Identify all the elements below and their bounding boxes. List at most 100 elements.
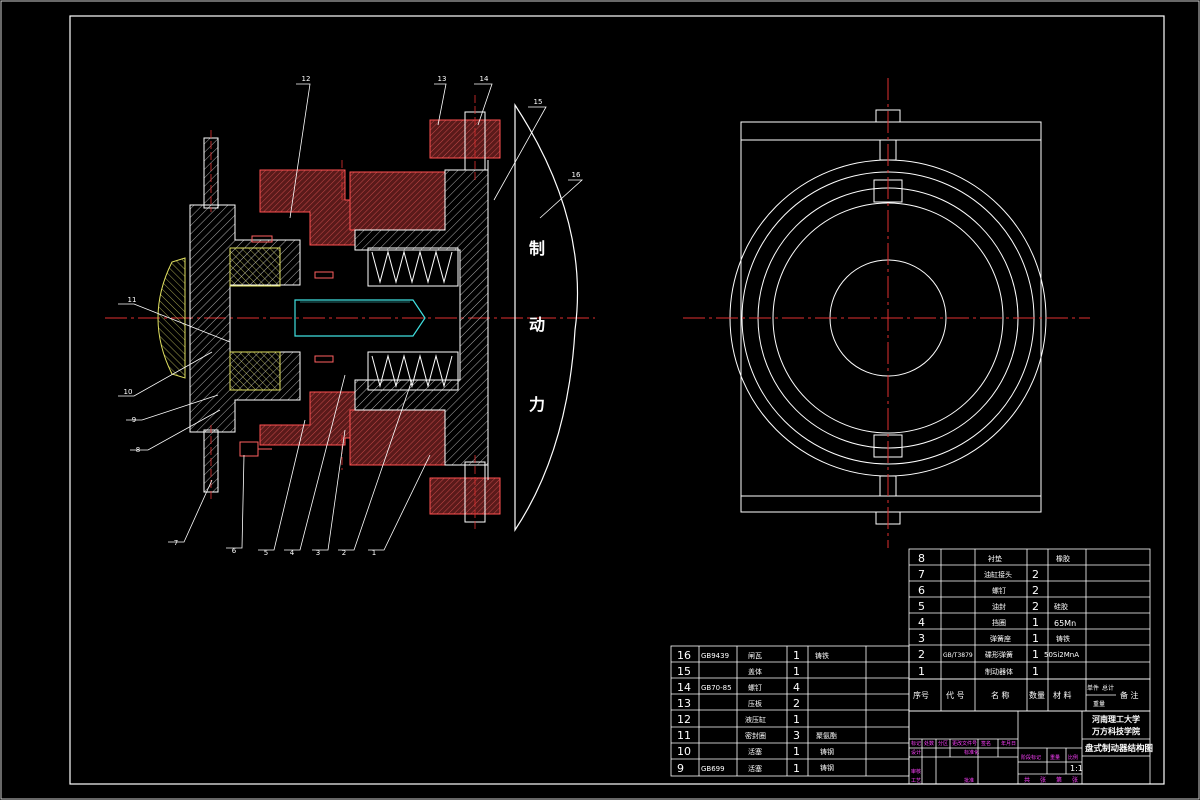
seal-mid-top [314, 271, 334, 279]
tb-label-count: 处数 [924, 740, 934, 747]
sheet-no-label: 第 [1056, 776, 1062, 784]
svg-text:6: 6 [918, 584, 925, 597]
svg-text:11: 11 [677, 729, 691, 742]
svg-text:12: 12 [677, 713, 691, 726]
force-char-3: 力 [529, 395, 545, 414]
body-block-top [349, 171, 446, 231]
svg-text:活塞: 活塞 [748, 764, 762, 773]
svg-text:聚氨酯: 聚氨酯 [816, 731, 837, 740]
bom-lower-row: 13 压板 2 [677, 697, 800, 710]
tb-label-approve: 批准 [964, 777, 974, 784]
svg-text:3: 3 [918, 632, 925, 645]
balloon-3: 3 [316, 549, 320, 557]
balloon-10: 10 [124, 388, 133, 396]
balloon-12: 12 [302, 75, 311, 83]
svg-text:1: 1 [1032, 665, 1039, 678]
svg-text:15: 15 [677, 665, 691, 678]
svg-text:3: 3 [793, 729, 800, 742]
bom-lower-table [670, 645, 910, 777]
sheet-total-label: 共 [1024, 776, 1030, 784]
balloon-labels: 12 13 14 15 16 11 10 9 8 7 6 5 4 3 2 1 [124, 75, 581, 557]
tb-label-changefile: 更改文件号 [952, 740, 977, 747]
svg-text:橡胶: 橡胶 [1056, 554, 1070, 563]
svg-text:1: 1 [918, 665, 925, 678]
svg-text:1: 1 [793, 713, 800, 726]
svg-text:GB70-85: GB70-85 [701, 684, 732, 692]
balloon-5: 5 [264, 549, 268, 557]
svg-text:2: 2 [793, 697, 800, 710]
bom-lower-row: 12 液压缸 1 [677, 713, 800, 726]
svg-text:1: 1 [1032, 648, 1039, 661]
svg-text:盖体: 盖体 [748, 667, 762, 676]
balloon-16: 16 [572, 171, 581, 179]
svg-text:2: 2 [918, 648, 925, 661]
bom-lower-row: 14 GB70-85 螺钉 4 [677, 681, 800, 694]
svg-text:1: 1 [793, 762, 800, 775]
svg-text:油缸接头: 油缸接头 [984, 570, 1012, 579]
oil-fitting [239, 441, 259, 457]
bom-upper-row: 6 螺钉 2 [918, 584, 1039, 597]
leader-lines [118, 83, 584, 551]
brake-shoe [514, 102, 579, 532]
bom-upper-row: 7 油缸接头 2 [918, 568, 1039, 581]
svg-text:8: 8 [918, 552, 925, 565]
force-char-1: 制 [529, 239, 545, 258]
tb-label-review: 审核 [911, 768, 921, 775]
balloon-13: 13 [438, 75, 447, 83]
hdr-remark: 备 注 [1120, 690, 1139, 700]
svg-text:液压缸: 液压缸 [745, 715, 766, 724]
hdr-seq: 序号 [913, 690, 929, 700]
svg-text:铸铁: 铸铁 [815, 651, 829, 660]
tb-label-sign: 签名 [981, 740, 991, 747]
hdr-total-weight: 总计 [1102, 684, 1114, 692]
svg-text:GB699: GB699 [701, 765, 725, 773]
bom-lower-row: 11 密封圈 3 聚氨酯 [677, 729, 837, 742]
svg-text:14: 14 [677, 681, 691, 694]
sheet-no-unit: 张 [1072, 776, 1078, 784]
svg-text:1: 1 [793, 665, 800, 678]
bom-header: 序号 代 号 名 称 数量 材 料 单件 总计 重量 备 注 [908, 678, 1151, 712]
hdr-material: 材 料 [1053, 690, 1072, 700]
hdr-code: 代 号 [946, 690, 965, 700]
school-line2: 万方科技学院 [1091, 726, 1140, 736]
balloon-6: 6 [232, 547, 237, 555]
balloon-9: 9 [132, 416, 136, 424]
disc-spring-bottom [367, 351, 459, 391]
svg-text:GB/T3879: GB/T3879 [943, 652, 973, 659]
svg-text:2: 2 [1032, 584, 1039, 597]
svg-text:油封: 油封 [992, 602, 1006, 611]
tb-label-design: 设计 [911, 749, 921, 756]
svg-text:1: 1 [1032, 632, 1039, 645]
bom-upper-table [908, 548, 1151, 680]
svg-text:弹簧座: 弹簧座 [990, 634, 1011, 643]
piston-red-top [259, 169, 356, 246]
balloon-15: 15 [534, 98, 543, 106]
tb-label-process: 工艺 [911, 778, 921, 784]
force-annotation: 制 动 力 [529, 239, 545, 414]
svg-text:2: 2 [1032, 568, 1039, 581]
svg-text:13: 13 [677, 697, 691, 710]
bom-lower-rows: 16 GB9439 闸瓦 1 铸铁 15 盖体 1 14 GB70-85 螺钉 … [677, 649, 837, 775]
piston-rod [294, 299, 426, 337]
svg-text:GB9439: GB9439 [701, 652, 729, 660]
tb-label-mark: 标记 [911, 740, 921, 747]
svg-text:1: 1 [1032, 616, 1039, 629]
svg-text:65Mn: 65Mn [1054, 619, 1076, 628]
svg-text:10: 10 [677, 745, 691, 758]
hdr-unit-weight: 单件 [1087, 684, 1099, 692]
bom-upper-row: 8 衬垫 橡胶 [918, 552, 1070, 565]
balloon-7: 7 [174, 539, 178, 547]
sheet-total-unit: 张 [1040, 776, 1046, 784]
svg-text:碟形弹簧: 碟形弹簧 [985, 650, 1013, 659]
tb-label-date: 年月日 [1001, 740, 1016, 747]
bom-lower-row: 16 GB9439 闸瓦 1 铸铁 [677, 649, 829, 662]
balloon-4: 4 [290, 549, 295, 557]
bom-lower-row: 15 盖体 1 [677, 665, 800, 678]
svg-text:9: 9 [677, 762, 684, 775]
hdr-name: 名 称 [991, 690, 1010, 700]
svg-text:衬垫: 衬垫 [988, 554, 1002, 563]
bom-upper-rows: 8 衬垫 橡胶 7 油缸接头 2 6 螺钉 2 5 油封 2 硅胶 4 挡圈 1… [918, 552, 1079, 678]
svg-text:螺钉: 螺钉 [748, 683, 762, 692]
svg-text:50Si2MnA: 50Si2MnA [1044, 651, 1079, 659]
